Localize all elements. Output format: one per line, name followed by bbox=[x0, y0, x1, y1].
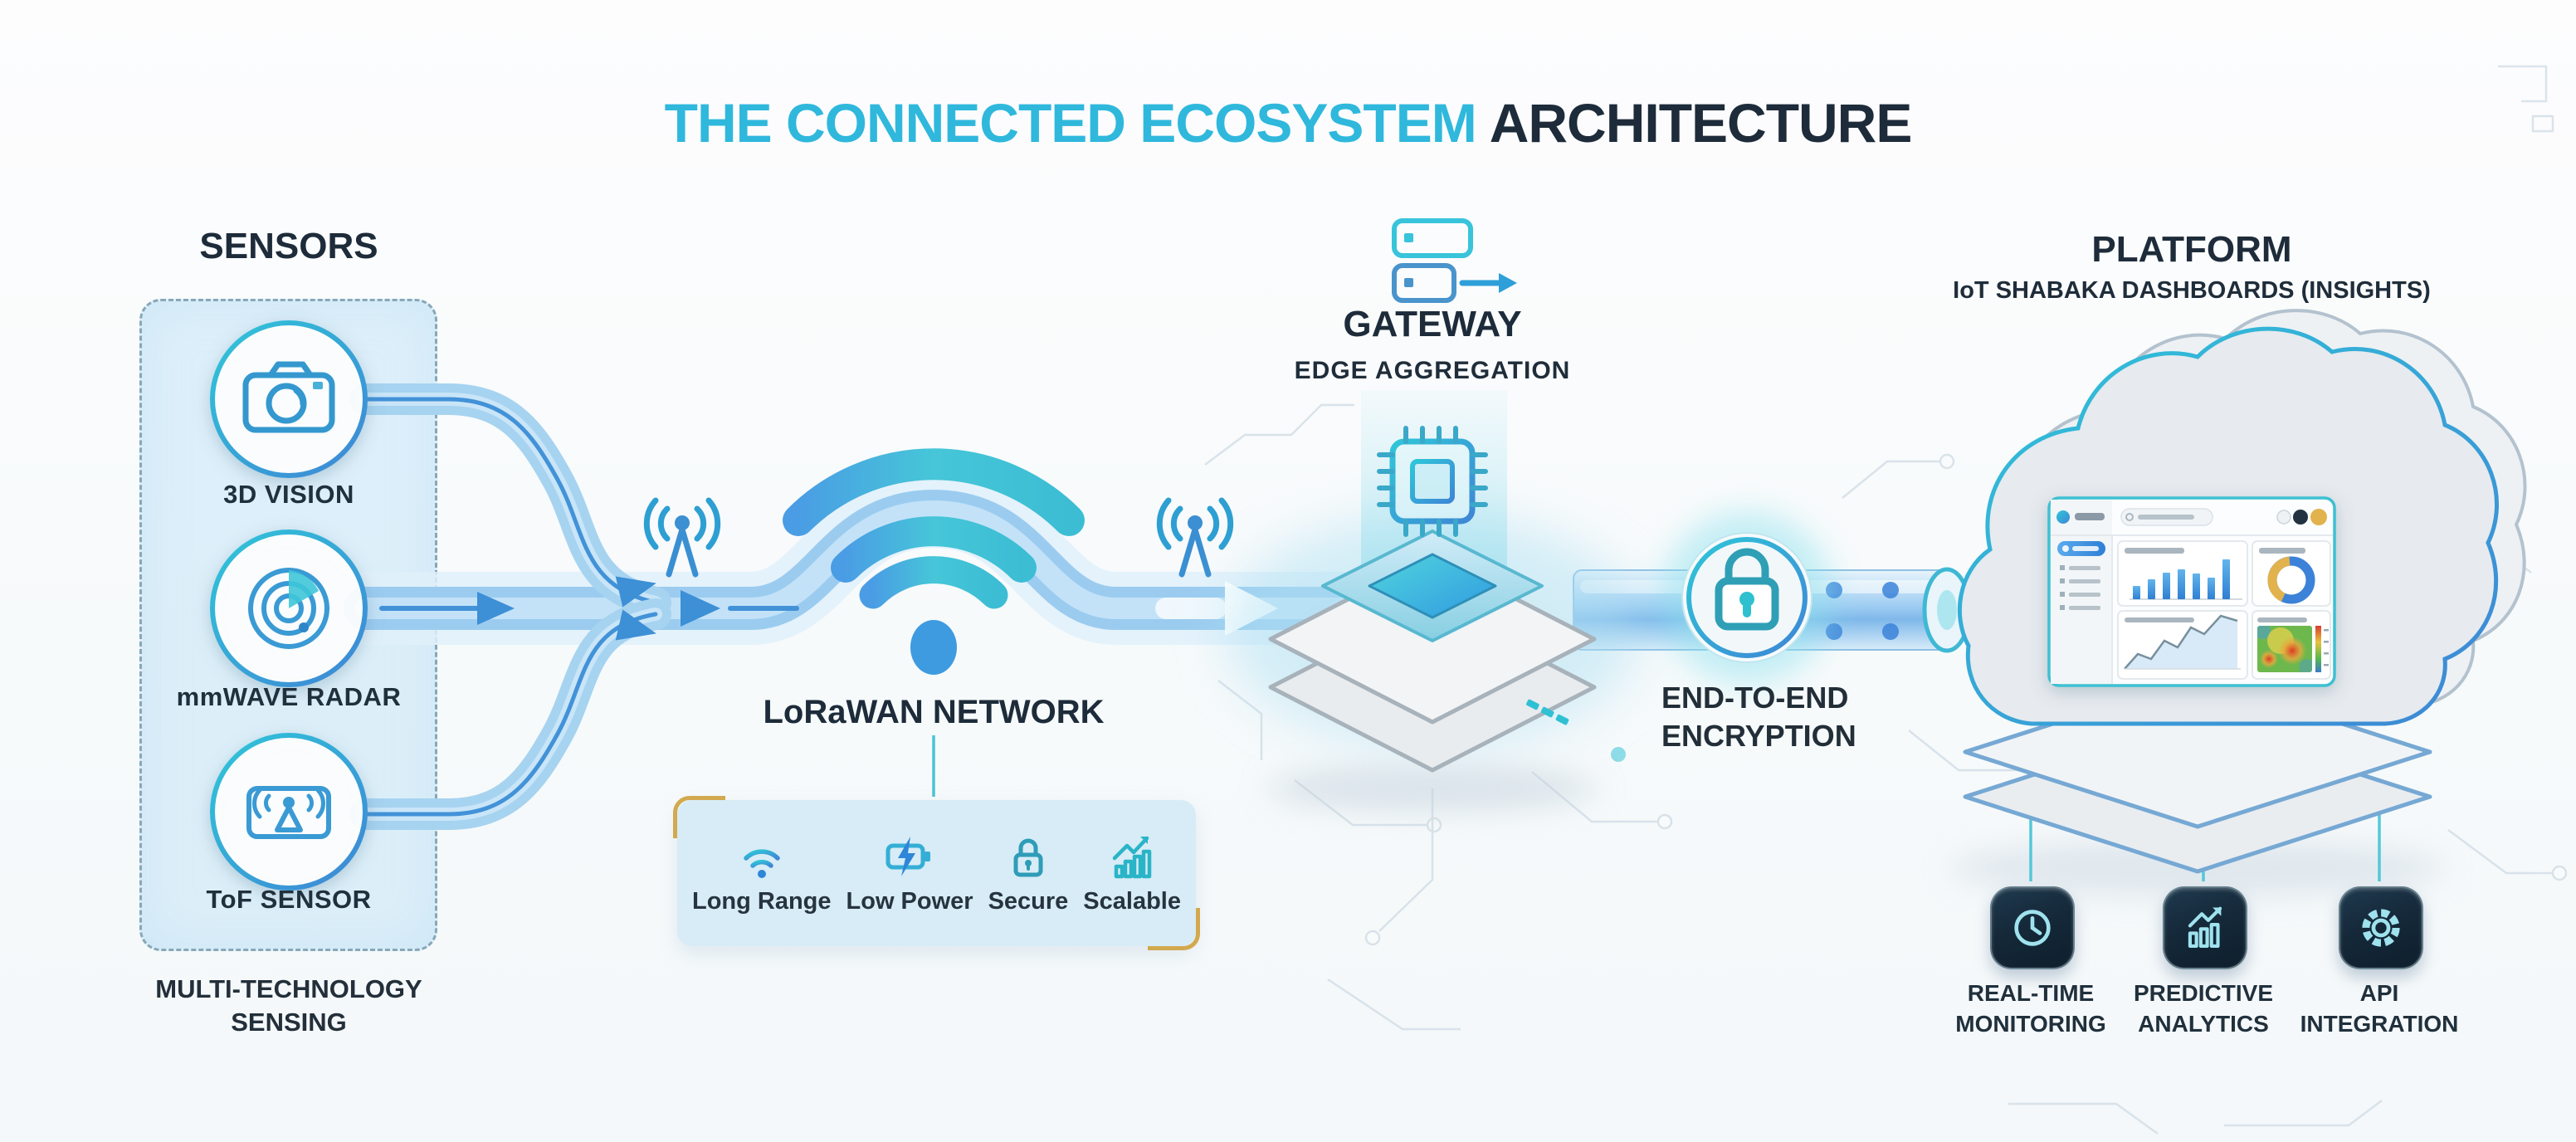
camera-icon bbox=[242, 361, 335, 433]
sensors-caption-line2: SENSING bbox=[231, 1008, 347, 1037]
padlock-icon bbox=[1715, 548, 1779, 631]
lorawan-wifi-icon bbox=[783, 448, 1085, 675]
sensors-caption-line1: MULTI-TECHNOLOGY bbox=[155, 974, 422, 1003]
feature-label: Scalable bbox=[1083, 887, 1181, 915]
feature-secure: Secure bbox=[988, 832, 1069, 915]
feature-label: Long Range bbox=[691, 887, 832, 915]
gateway-heading: GATEWAY bbox=[1343, 304, 1522, 344]
sensor-label-mmwave-radar: mmWAVE RADAR bbox=[176, 682, 402, 711]
platform-cloud bbox=[1949, 309, 2527, 896]
chip-label-predictive: PREDICTIVE ANALYTICS bbox=[2133, 980, 2274, 1037]
antenna-icon bbox=[1159, 500, 1230, 574]
gold-corner-bottomright bbox=[1148, 908, 1200, 950]
tof-antenna-icon bbox=[246, 786, 331, 839]
clock-icon bbox=[2014, 910, 2051, 946]
gold-corner-topleft bbox=[673, 796, 725, 838]
encryption-line1: END-TO-END bbox=[1661, 681, 1849, 715]
antenna-icon bbox=[646, 500, 717, 574]
gear-icon bbox=[2362, 909, 2400, 947]
growth-bars-icon bbox=[1112, 836, 1152, 878]
chip-label-api: API INTEGRATION bbox=[2300, 980, 2459, 1037]
feature-label: Low Power bbox=[846, 887, 973, 915]
feature-long-range: Long Range bbox=[692, 832, 832, 915]
wifi-icon bbox=[744, 848, 780, 878]
chip-label-real-time: REAL-TIME MONITORING bbox=[1955, 980, 2106, 1037]
title-rest: ARCHITECTURE bbox=[1489, 92, 1913, 154]
cpu-icon bbox=[1377, 426, 1488, 537]
heatmap-thumbnail bbox=[2257, 626, 2329, 672]
platform-subheading: IoT SHABAKA DASHBOARDS (INSIGHTS) bbox=[1953, 277, 2431, 304]
sensor-label-3d-vision: 3D VISION bbox=[223, 480, 354, 509]
encryption-label: END-TO-END ENCRYPTION bbox=[1661, 679, 1856, 755]
lorawan-network-label: LoRaWAN NETWORK bbox=[763, 694, 1105, 730]
gateway-subheading: EDGE AGGREGATION bbox=[1294, 357, 1571, 384]
padlock-icon bbox=[1013, 838, 1043, 876]
chip-api-integration bbox=[2339, 886, 2423, 969]
feature-low-power: Low Power bbox=[846, 832, 973, 915]
chip-predictive-analytics bbox=[2163, 886, 2247, 969]
feature-scalable: Scalable bbox=[1083, 832, 1181, 915]
sensors-heading: SENSORS bbox=[199, 226, 378, 266]
gateway-router-icon bbox=[1392, 218, 1517, 303]
chip-real-time-monitoring bbox=[1990, 886, 2075, 969]
feature-label: Secure bbox=[988, 887, 1069, 915]
data-flow-bands bbox=[329, 383, 1414, 830]
platform-heading: PLATFORM bbox=[2091, 229, 2292, 270]
sensors-caption: MULTI-TECHNOLOGY SENSING bbox=[155, 973, 422, 1039]
encryption-lock bbox=[1661, 511, 1833, 684]
predictive-chart-icon bbox=[2188, 906, 2222, 949]
dashboard-preview bbox=[2047, 496, 2336, 687]
sensor-label-tof-sensor: ToF SENSOR bbox=[206, 885, 372, 914]
gateway-chip-stack bbox=[1225, 390, 1640, 812]
title-highlight: THE CONNECTED ECOSYSTEM bbox=[664, 92, 1477, 154]
lorawan-feature-panel: Long Range Low Power Secure bbox=[673, 796, 1200, 950]
radar-icon bbox=[248, 568, 329, 649]
encryption-line2: ENCRYPTION bbox=[1661, 719, 1856, 753]
battery-charging-icon bbox=[886, 836, 931, 876]
